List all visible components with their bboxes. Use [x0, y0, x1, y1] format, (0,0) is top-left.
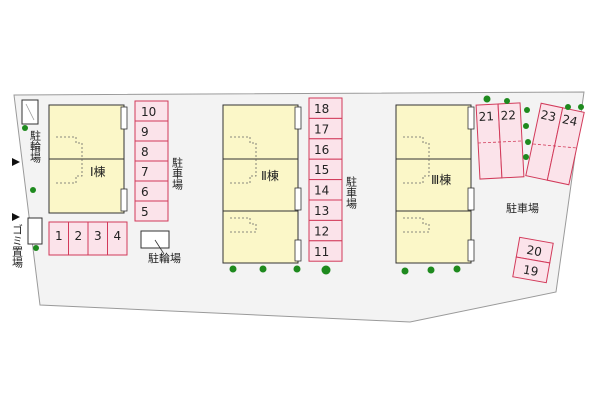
parking-slot-1: 1 — [48, 221, 69, 256]
parking-slot-12: 12 — [308, 219, 343, 242]
entrance-arrow-icon — [12, 158, 20, 166]
tree-icon — [259, 265, 267, 273]
parking-slot-18: 18 — [308, 97, 343, 119]
parking-slot-number: 4 — [114, 229, 122, 243]
parking-slot-box — [107, 221, 128, 256]
parking-slot-24: 24 — [546, 107, 585, 186]
tree-icon — [525, 139, 531, 145]
parking-slot-number: 13 — [314, 204, 329, 218]
parking-slot-box — [134, 140, 169, 162]
parking-slot-number: 21 — [478, 109, 494, 124]
bicycle-shed-left-inner — [25, 103, 35, 121]
parking-label-b: 駐車場 — [345, 175, 358, 210]
tree-icon — [565, 104, 571, 110]
parking-slot-13: 13 — [308, 199, 343, 221]
parking-slot-16: 16 — [308, 138, 343, 160]
parking-slot-number: 6 — [141, 185, 149, 199]
tree-icon — [30, 187, 36, 193]
tree-icon — [401, 267, 409, 275]
tree-icon — [483, 95, 491, 103]
parking-slot-number: 23 — [539, 108, 557, 125]
building-3: Ⅲ棟 — [395, 104, 475, 264]
parking-slot-number: 24 — [561, 112, 579, 129]
parking-slot-21: 21 — [475, 103, 503, 180]
parking-slot-number: 15 — [314, 163, 329, 177]
garbage-station-label: ゴミ置場 — [11, 223, 24, 269]
entrance-arrow-icon — [12, 213, 20, 221]
slot-divider — [477, 140, 522, 144]
parking-slot-number: 11 — [314, 245, 329, 259]
bicycle-parking-label-bottom: 駐輪場 — [148, 251, 181, 265]
parking-slot-number: 1 — [55, 229, 63, 243]
parking-slot-15: 15 — [308, 158, 343, 181]
parking-slot-19: 19 — [512, 256, 551, 284]
parking-slot-10: 10 — [134, 100, 169, 122]
parking-label-c: 駐車場 — [506, 201, 539, 215]
tree-icon — [427, 266, 435, 274]
tree-icon — [321, 265, 331, 275]
parking-slot-9: 9 — [134, 120, 169, 142]
building-1-label: Ⅰ棟 — [90, 164, 106, 179]
parking-label-a: 駐車場 — [171, 156, 184, 191]
parking-slot-box — [308, 240, 343, 262]
parking-slot-number: 9 — [141, 125, 149, 139]
building-2: Ⅱ棟 — [222, 104, 302, 264]
parking-slot-box — [497, 102, 525, 179]
parking-slot-number: 12 — [314, 224, 329, 238]
parking-slot-7: 7 — [134, 160, 169, 182]
parking-slot-4: 4 — [107, 221, 128, 256]
parking-slot-number: 22 — [500, 108, 516, 123]
tree-icon — [453, 265, 461, 273]
parking-slot-number: 18 — [314, 102, 329, 116]
tree-icon — [578, 104, 584, 110]
tree-icon — [33, 245, 39, 251]
parking-slot-box — [512, 256, 551, 284]
parking-slot-number: 16 — [314, 143, 329, 157]
tree-icon — [293, 265, 301, 273]
parking-slot-number: 10 — [141, 105, 156, 119]
parking-slot-number: 17 — [314, 122, 329, 136]
parking-slot-number: 20 — [525, 243, 542, 259]
building-2-label: Ⅱ棟 — [261, 168, 279, 183]
parking-slot-6: 6 — [134, 180, 169, 202]
bicycle-shed-bottom — [140, 230, 170, 249]
building-1: Ⅰ棟 — [48, 104, 128, 214]
parking-slot-number: 8 — [141, 145, 149, 159]
parking-slot-2: 2 — [68, 221, 89, 256]
parking-slot-number: 2 — [75, 229, 83, 243]
tree-icon — [22, 125, 28, 131]
parking-slot-5: 5 — [134, 200, 169, 222]
parking-slot-22: 22 — [497, 102, 525, 179]
tree-icon — [504, 98, 510, 104]
tree-icon — [523, 154, 529, 160]
bicycle-shed-bottom-leader — [154, 239, 165, 255]
parking-slot-17: 17 — [308, 117, 343, 140]
parking-slot-number: 3 — [94, 229, 102, 243]
parking-slot-14: 14 — [308, 179, 343, 201]
tree-icon — [229, 265, 237, 273]
parking-slot-number: 7 — [141, 165, 149, 179]
parking-slot-box — [546, 107, 585, 186]
parking-slot-box — [134, 200, 169, 222]
parking-slot-box — [134, 160, 169, 182]
parking-slot-8: 8 — [134, 140, 169, 162]
parking-slot-11: 11 — [308, 240, 343, 262]
garbage-station — [27, 217, 43, 245]
parking-slot-number: 5 — [141, 205, 149, 219]
parking-slot-box — [134, 120, 169, 142]
parking-slot-number: 14 — [314, 184, 329, 198]
parking-slot-3: 3 — [87, 221, 108, 256]
tree-icon — [524, 107, 530, 113]
slot-divider — [532, 143, 578, 149]
building-3-label: Ⅲ棟 — [431, 172, 451, 187]
bicycle-parking-label-left: 駐輪場 — [29, 129, 42, 164]
parking-slot-number: 19 — [522, 263, 539, 279]
parking-slot-box — [134, 180, 169, 202]
tree-icon — [523, 123, 529, 129]
trees — [22, 95, 584, 275]
